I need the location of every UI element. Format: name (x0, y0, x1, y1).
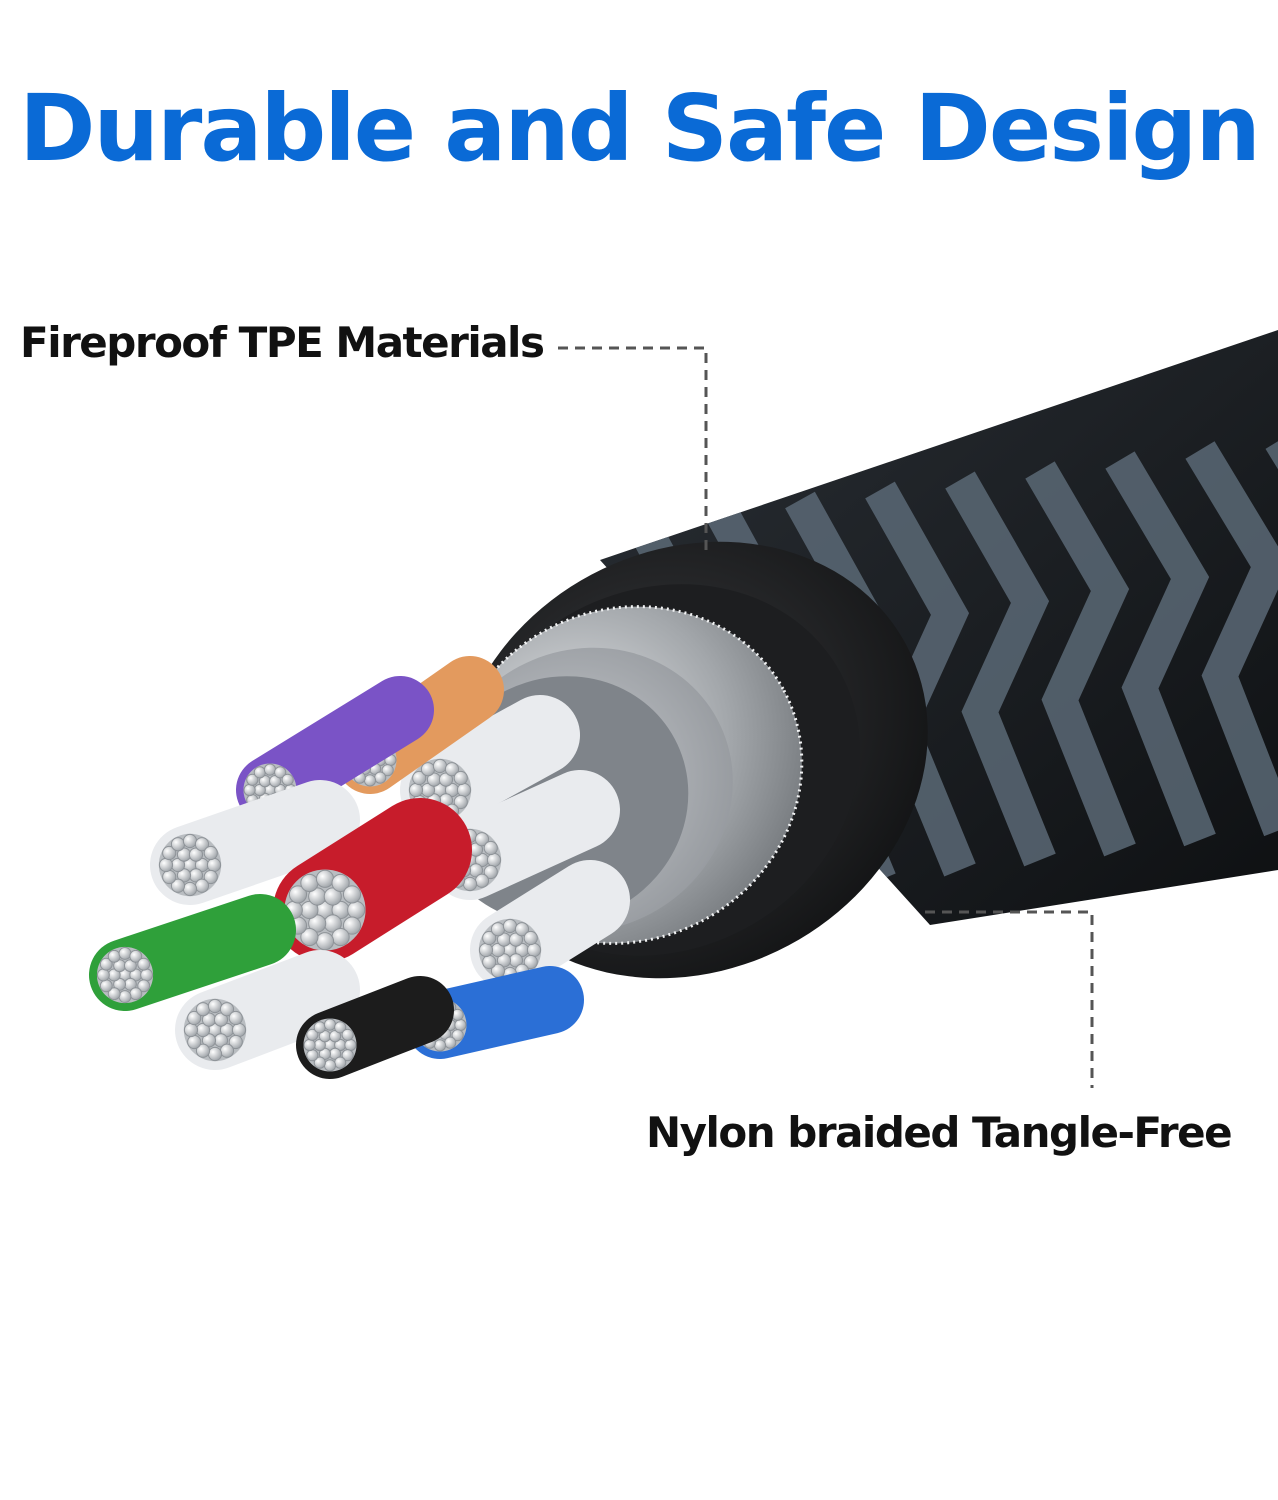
wire-strand-bundle (303, 1018, 357, 1072)
callout-fireproof-tpe: Fireproof TPE Materials (20, 318, 545, 367)
wire-strand-bundle (96, 946, 154, 1004)
braid-strand (1105, 451, 1216, 847)
callout-nylon-braided: Nylon braided Tangle-Free (646, 1108, 1233, 1157)
page-title: Durable and Safe Design (19, 75, 1261, 182)
braid-strand (1025, 461, 1136, 857)
inner-wires (89, 656, 630, 1079)
wire-strand-bundle (284, 869, 366, 951)
braid-strand (1185, 441, 1278, 837)
braid-strand (865, 481, 976, 877)
wire-strand-bundle (183, 998, 247, 1062)
wire-strand-bundle (158, 833, 222, 897)
braid-strand (945, 471, 1056, 867)
leader-lines (558, 346, 1094, 1088)
wire-strand-bundle (478, 918, 542, 982)
